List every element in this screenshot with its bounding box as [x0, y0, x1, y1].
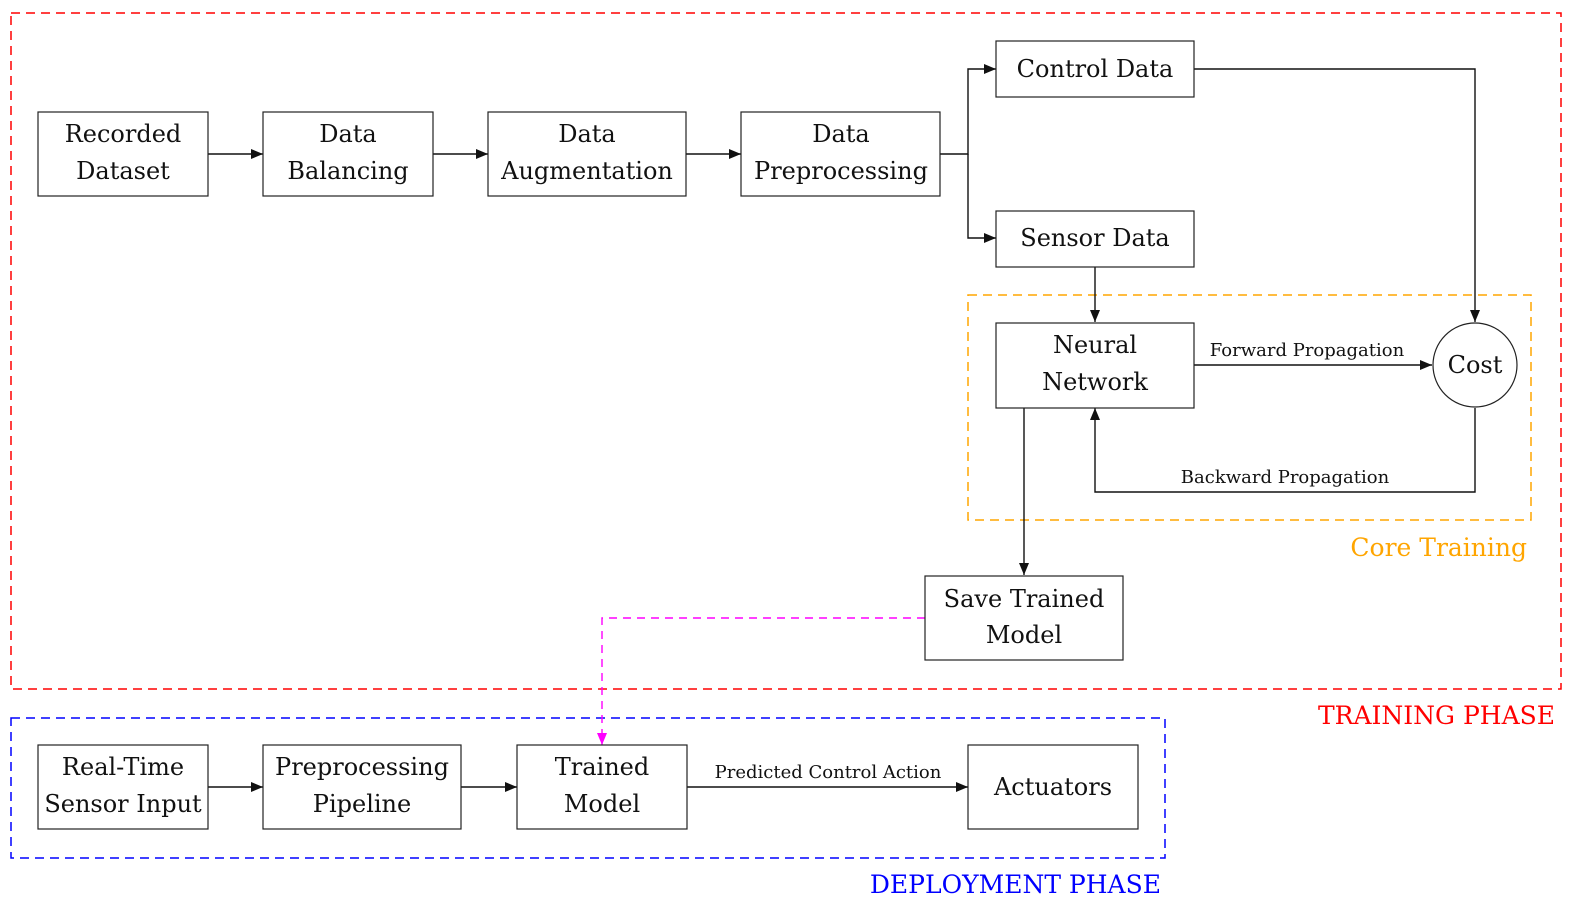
core-training-label: Core Training [1350, 533, 1527, 562]
svg-text:Neural: Neural [1053, 331, 1137, 359]
node-data-augmentation: Data Augmentation [487, 111, 687, 197]
nodes: Recorded Dataset Data Balancing Data Aug… [37, 40, 1518, 830]
edge-preprocessing-to-control [940, 64, 996, 155]
svg-text:Preprocessing: Preprocessing [275, 753, 449, 781]
svg-text:Model: Model [986, 621, 1062, 649]
edge-backward-propagation [1090, 408, 1476, 493]
core-training-region [967, 294, 1532, 521]
node-cost: Cost [1432, 322, 1518, 408]
node-data-balancing: Data Balancing [262, 111, 434, 197]
svg-text:Save Trained: Save Trained [944, 585, 1105, 613]
svg-text:Data: Data [558, 120, 616, 148]
svg-text:Sensor Data: Sensor Data [1020, 224, 1169, 252]
deployment-phase-region [10, 717, 1166, 859]
node-recorded-dataset: Recorded Dataset [37, 111, 209, 197]
deployment-phase-label: DEPLOYMENT PHASE [870, 870, 1161, 899]
node-actuators: Actuators [967, 744, 1139, 830]
svg-text:Preprocessing: Preprocessing [754, 157, 928, 185]
svg-text:Trained: Trained [555, 753, 650, 781]
node-control-data: Control Data [995, 40, 1195, 98]
node-trained-model: Trained Model [516, 744, 688, 830]
svg-text:Pipeline: Pipeline [313, 790, 411, 818]
svg-text:Cost: Cost [1448, 351, 1503, 379]
node-neural-network: Neural Network [995, 322, 1195, 409]
svg-text:Data: Data [319, 120, 377, 148]
edge-save-to-trained-model [597, 617, 925, 745]
backward-propagation-label: Backward Propagation [1181, 467, 1390, 488]
svg-text:Data: Data [812, 120, 870, 148]
svg-text:Sensor Input: Sensor Input [44, 790, 202, 818]
svg-text:Control Data: Control Data [1017, 55, 1174, 83]
svg-text:Network: Network [1042, 368, 1148, 396]
node-preprocessing-pipeline: Preprocessing Pipeline [262, 744, 462, 830]
predicted-control-action-label: Predicted Control Action [715, 762, 942, 783]
node-save-trained-model: Save Trained Model [924, 575, 1124, 661]
edges: Forward Propagation Backward Propagation… [208, 64, 1480, 792]
node-real-time-sensor-input: Real-Time Sensor Input [37, 744, 209, 830]
svg-text:Recorded: Recorded [65, 120, 182, 148]
edge-preprocessing-to-sensor [967, 154, 996, 243]
training-phase-label: TRAINING PHASE [1318, 701, 1555, 730]
node-sensor-data: Sensor Data [995, 210, 1195, 268]
edge-control-to-cost [1194, 68, 1480, 322]
svg-text:Actuators: Actuators [993, 773, 1112, 801]
svg-text:Augmentation: Augmentation [500, 157, 673, 185]
svg-text:Dataset: Dataset [76, 157, 170, 185]
svg-text:Model: Model [564, 790, 640, 818]
node-data-preprocessing: Data Preprocessing [740, 111, 941, 197]
forward-propagation-label: Forward Propagation [1210, 340, 1405, 361]
training-phase-region [10, 12, 1562, 690]
svg-text:Real-Time: Real-Time [62, 753, 184, 781]
svg-text:Balancing: Balancing [287, 157, 408, 185]
